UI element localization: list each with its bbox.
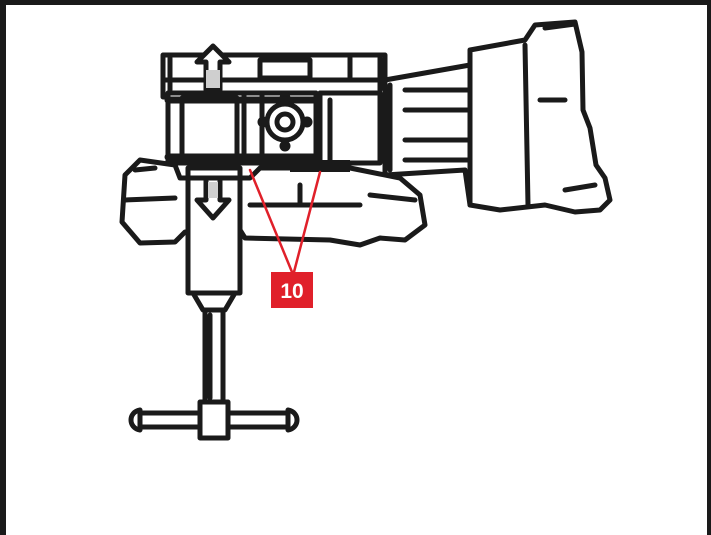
t-handle xyxy=(128,399,300,441)
caliper-housing xyxy=(382,19,613,215)
arrow-down-icon xyxy=(194,175,232,221)
callout-leader-lines xyxy=(248,168,322,274)
screw-shaft xyxy=(202,307,226,405)
tool-frame xyxy=(164,90,383,166)
callout-label: 10 xyxy=(280,280,303,303)
piston xyxy=(257,92,350,172)
callout-badge-10: 10 xyxy=(271,272,313,308)
lower-bracket xyxy=(119,157,428,248)
arrow-up-icon xyxy=(194,43,232,93)
